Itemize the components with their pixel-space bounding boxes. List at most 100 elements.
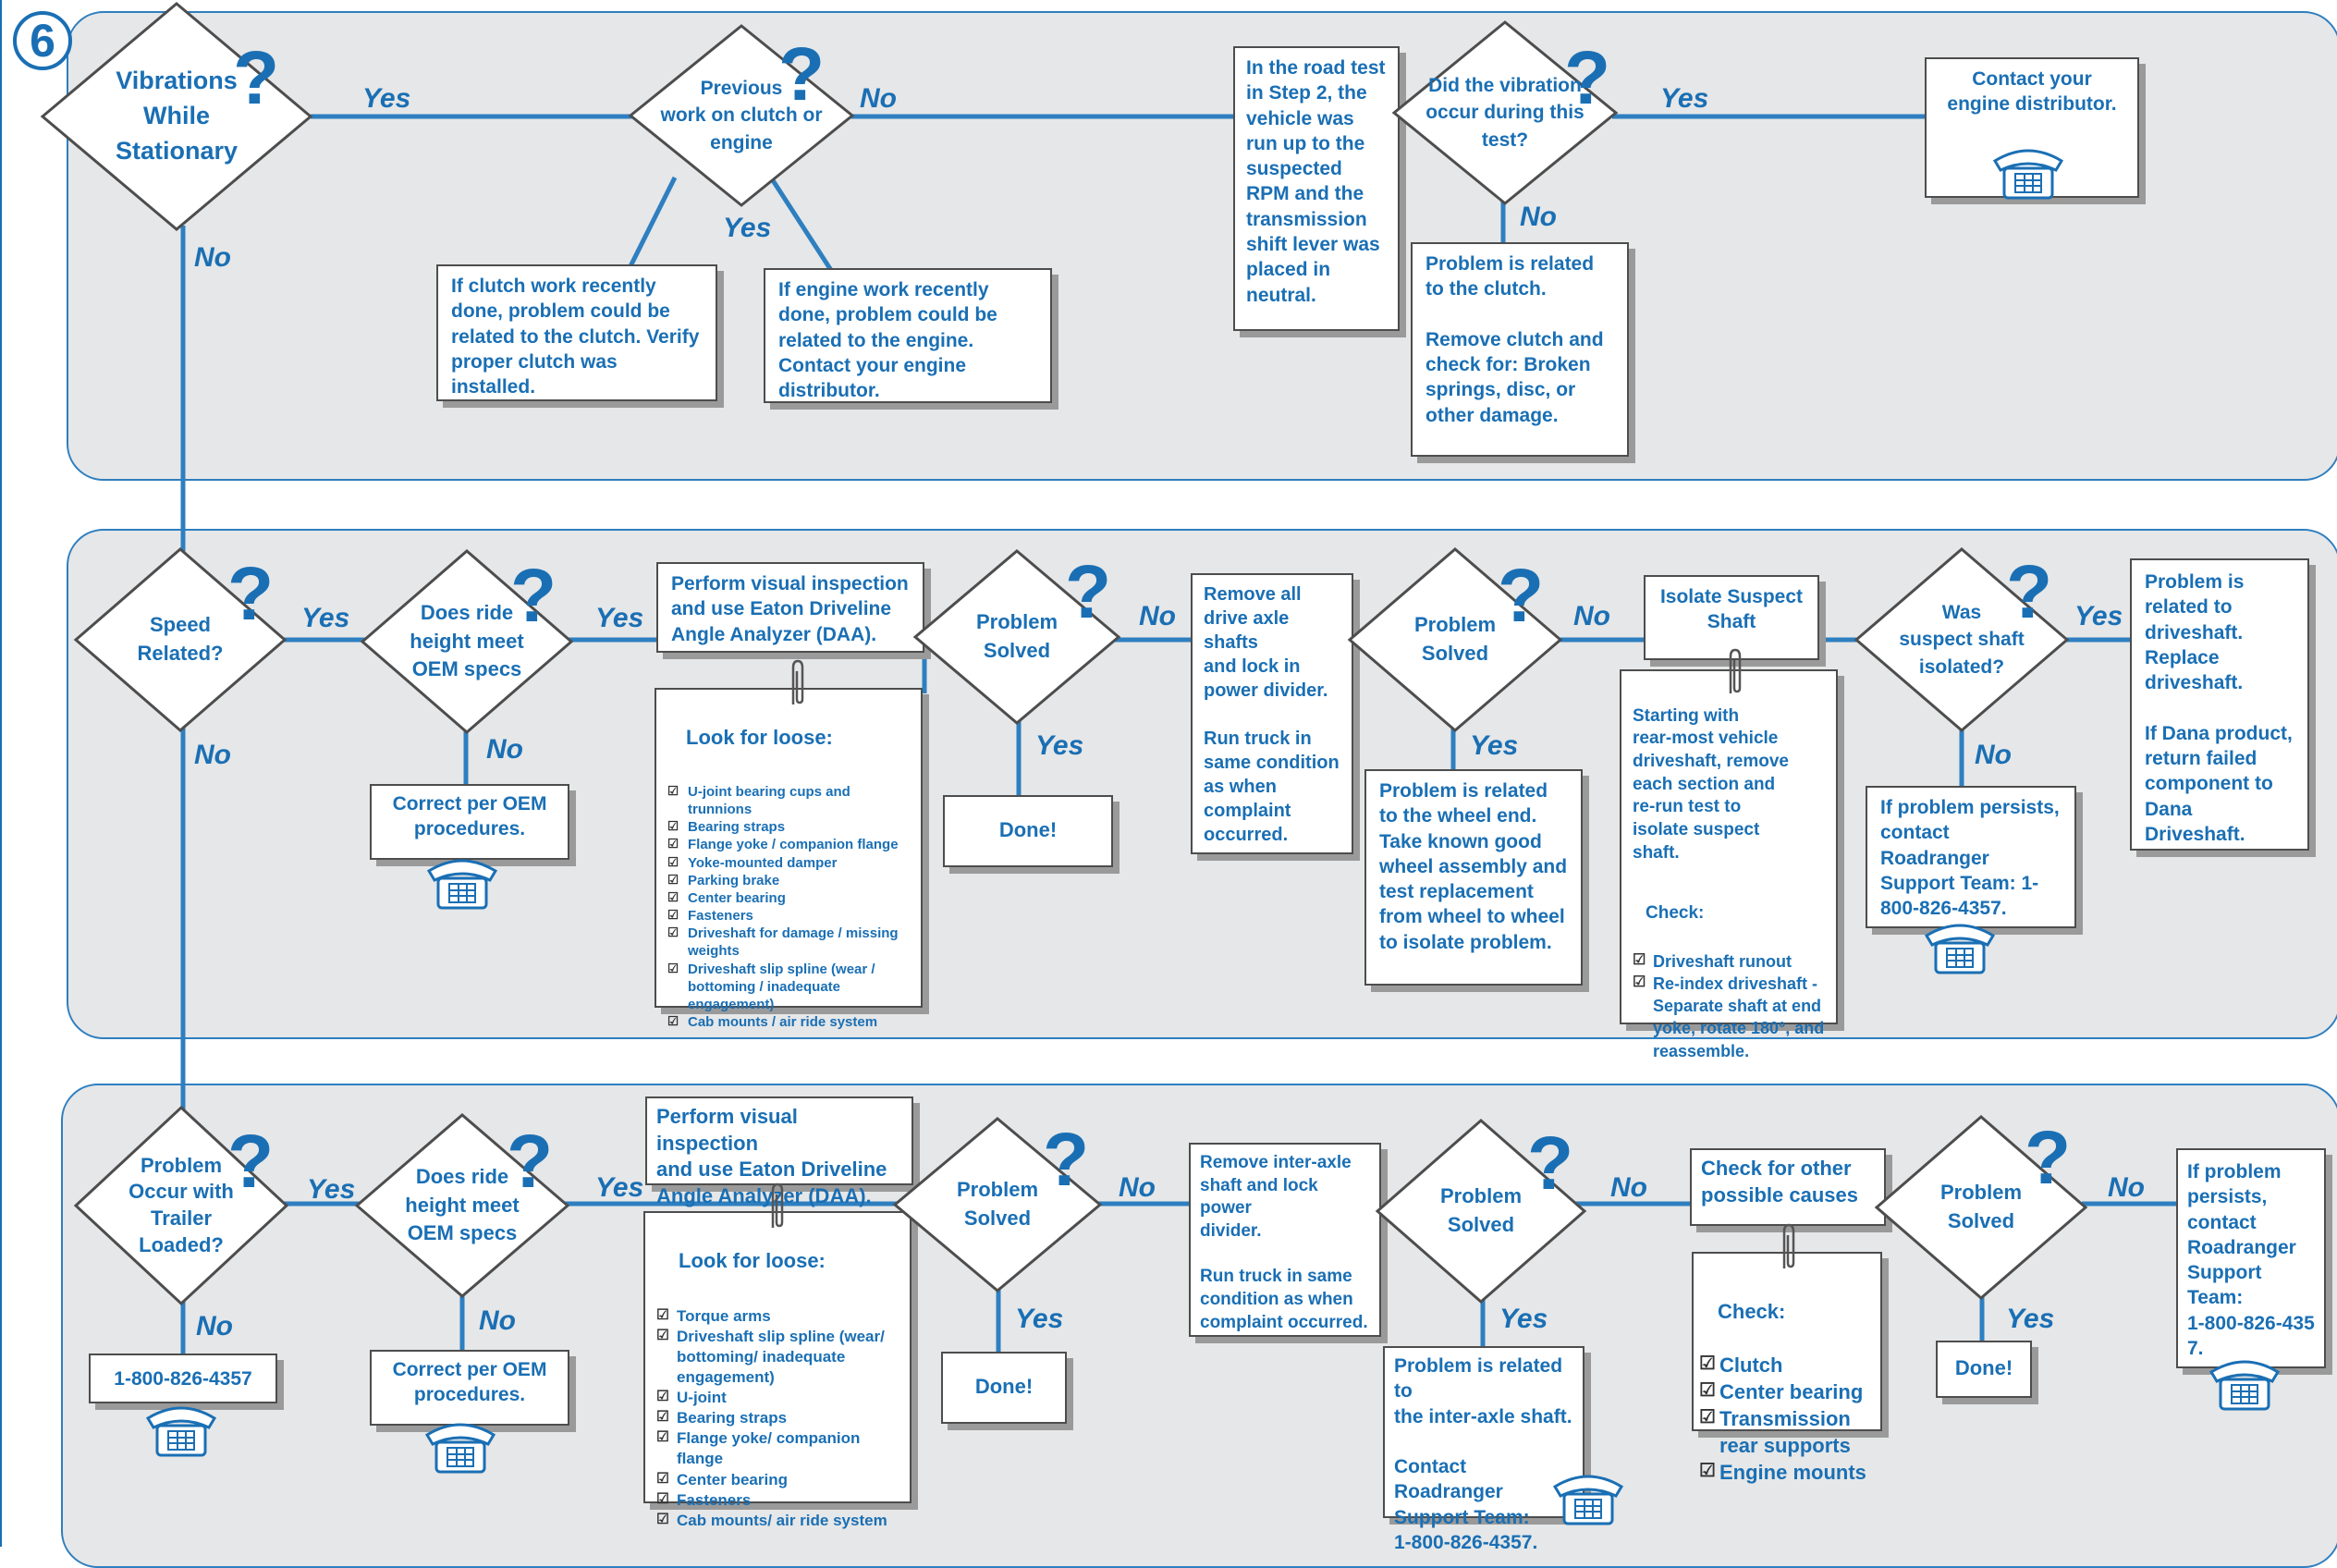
label-yes: Yes [362, 83, 411, 114]
done-box: Done! [943, 795, 1113, 867]
checklist-item: Cab mounts/ air ride system [656, 1511, 899, 1531]
label-no: No [1573, 601, 1610, 631]
trailer-check-box: Check: ClutchCenter bearingTransmission … [1692, 1252, 1882, 1484]
checklist-item: Driveshaft for damage / missing weights [667, 925, 908, 960]
label-no: No [194, 740, 231, 770]
diamond-shape [628, 24, 855, 207]
persists-contact-box: If problem persists, contact Roadranger … [1866, 786, 2076, 928]
diamond-shape [73, 1105, 289, 1306]
diamond-shape [1347, 547, 1563, 732]
checklist-item: Bearing straps [667, 818, 908, 836]
question-mark-icon: ? [227, 552, 275, 636]
loose-checklist: U-joint bearing cups and trunnionsBearin… [667, 783, 908, 1032]
decision-label: Problem Solved [1439, 1184, 1523, 1236]
diamond-shape [73, 547, 288, 732]
diamond-shape [1375, 1119, 1587, 1304]
checklist-item: Center bearing [1699, 1378, 1873, 1405]
question-mark-icon: ? [2006, 550, 2053, 634]
phone-icon [1921, 913, 1999, 976]
decision-label: Problem Solved [1413, 613, 1497, 665]
done-box-trailer-2: Done! [1936, 1341, 2032, 1398]
diamond-shape [912, 549, 1121, 725]
phone-icon [142, 1396, 220, 1459]
checklist-item: Fasteners [667, 907, 908, 925]
clutch-problem-box: Problem is related to the clutch. Remove… [1411, 242, 1629, 457]
checklist-item: Flange yoke / companion flange [667, 836, 908, 853]
checklist-item: Flange yoke/ companion flange [656, 1428, 899, 1469]
loose-checklist: Torque armsDriveshaft slip spline (wear/… [656, 1306, 899, 1531]
wheel-end-box: Problem is related to the wheel end. Tak… [1364, 769, 1583, 986]
paper-clip-icon [1725, 647, 1745, 697]
question-mark-icon: ? [233, 36, 280, 120]
decision-vibrations-stationary: Vibrations While Stationary [40, 2, 313, 231]
driveshaft-problem-box: Problem is related to driveshaft. Replac… [2130, 558, 2309, 851]
check-label: Check: [1718, 1299, 1786, 1323]
diamond-shape [360, 549, 574, 734]
paper-clip-icon [1779, 1222, 1799, 1272]
decision-did-vibration-occur: Did the vibration occur during this test… [1391, 20, 1619, 205]
paper-clip-icon [767, 1182, 788, 1231]
label-no: No [486, 734, 523, 765]
decision-label: Problem Solved [975, 610, 1058, 662]
label-no: No [196, 1311, 233, 1341]
look-for-loose-box-trailer: Look for loose: Torque armsDriveshaft sl… [643, 1211, 912, 1529]
decision-label: Does ride height meet OEM specs [405, 1164, 520, 1245]
label-yes: Yes [1499, 1304, 1548, 1334]
question-mark-icon: ? [1065, 550, 1112, 634]
check-checklist: Driveshaft runoutRe-index driveshaft - S… [1633, 950, 1825, 1062]
phone-number-box: 1-800-826-4357 [89, 1354, 277, 1403]
checklist-item: Bearing straps [656, 1408, 899, 1428]
phone-svg [424, 1423, 496, 1474]
checklist-item: Engine mounts [1699, 1459, 1873, 1486]
label-yes: Yes [595, 603, 644, 633]
starting-with-text: Starting with rear-most vehicle drivesha… [1633, 705, 1789, 863]
phone-svg [1924, 924, 1996, 974]
look-for-loose-heading: Look for loose: [679, 1249, 826, 1273]
clip-svg [791, 659, 804, 704]
diamond-shape [1854, 547, 2070, 732]
road-test-note-box: In the road test in Step 2, the vehicle … [1233, 46, 1400, 331]
phone-icon [1989, 139, 2067, 202]
label-no: No [2108, 1172, 2145, 1203]
phone-svg [2209, 1360, 2281, 1411]
decision-problem-solved-trailer-2: Problem Solved [1375, 1119, 1587, 1304]
diamond-shape [40, 2, 313, 231]
label-yes: Yes [1470, 730, 1519, 761]
label-yes: Yes [1035, 730, 1084, 761]
diamond-shape [354, 1113, 570, 1298]
decision-ride-height: Does ride height meet OEM specs [360, 549, 574, 734]
checklist-item: Clutch [1699, 1352, 1873, 1378]
label-yes: Yes [2006, 1304, 2055, 1334]
persists-final-box: If problem persists, contact Roadranger … [2176, 1148, 2326, 1368]
decision-label: Does ride height meet OEM specs [410, 600, 524, 681]
checklist-item: Center bearing [667, 889, 908, 907]
phone-icon [423, 849, 501, 912]
question-mark-icon: ? [2025, 1116, 2072, 1200]
label-no: No [1520, 202, 1557, 232]
label-yes: Yes [1660, 83, 1709, 114]
checklist-item: Driveshaft slip spline (wear / bottoming… [667, 961, 908, 1014]
checklist-item: Driveshaft slip spline (wear/ bottoming/… [656, 1327, 899, 1388]
label-yes: Yes [301, 603, 350, 633]
label-no: No [1975, 740, 2012, 770]
question-mark-icon: ? [507, 1120, 554, 1204]
question-mark-icon: ? [1527, 1121, 1574, 1206]
remove-axle-shafts-box: Remove all drive axle shafts and lock in… [1191, 573, 1353, 854]
decision-speed-related: Speed Related? [73, 547, 288, 732]
phone-svg [1992, 149, 2064, 200]
checklist-item: Driveshaft runout [1633, 950, 1825, 973]
decision-label: Was suspect shaft isolated? [1899, 601, 2025, 678]
checklist-item: U-joint [656, 1388, 899, 1408]
question-mark-icon: ? [1564, 36, 1611, 120]
label-no: No [860, 83, 897, 114]
checklist-item: Yoke-mounted damper [667, 854, 908, 872]
decision-label: Previous work on clutch or engine [660, 77, 823, 153]
decision-problem-solved-trailer-1: Problem Solved [892, 1117, 1103, 1292]
paper-clip-icon [788, 658, 808, 708]
decision-previous-work: Previous work on clutch or engine [628, 24, 855, 207]
checklist-item: U-joint bearing cups and trunnions [667, 783, 908, 818]
checklist-item: Fasteners [656, 1490, 899, 1511]
checklist-item: Transmission rear supports [1699, 1405, 1873, 1459]
visual-inspection-box: Perform visual inspection and use Eaton … [656, 562, 924, 653]
